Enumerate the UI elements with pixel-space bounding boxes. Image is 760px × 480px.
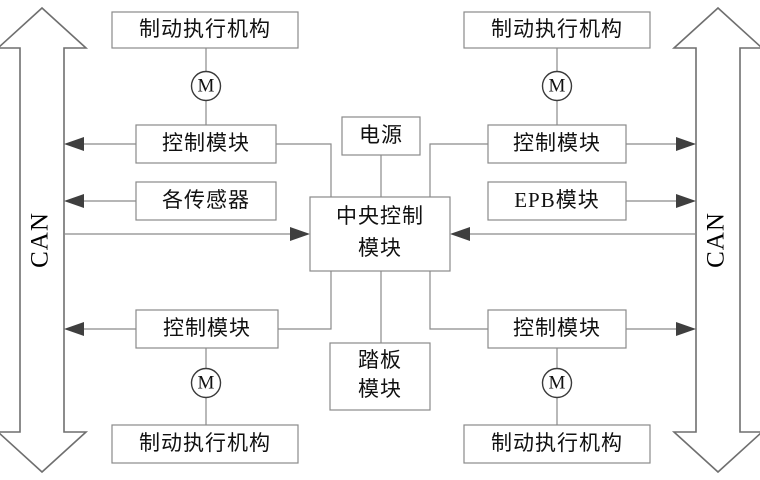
sensors-box bbox=[135, 181, 277, 221]
arrowhead-can-left-to-central bbox=[290, 227, 310, 241]
route-control-tl-to-central bbox=[276, 143, 332, 197]
control-bottom-left-label: 控制模块 bbox=[163, 316, 251, 340]
actuator-top-right-label: 制动执行机构 bbox=[491, 17, 623, 41]
actuator-bottom-left-box bbox=[111, 424, 299, 464]
can-bus-right: CAN bbox=[671, 6, 760, 474]
arrowhead-control-br-to-can bbox=[676, 322, 696, 336]
motor-bottom-right-circle bbox=[541, 367, 573, 399]
actuator-bottom-right-box bbox=[463, 424, 651, 464]
node-motor-bottom-left[interactable]: M bbox=[190, 367, 222, 399]
arrowhead-can-right-to-central bbox=[450, 227, 470, 241]
node-motor-top-right[interactable]: M bbox=[541, 70, 573, 102]
node-control-top-left[interactable]: 控制模块 bbox=[135, 124, 277, 164]
control-top-left-box bbox=[135, 124, 277, 164]
motor-bottom-right-label: M bbox=[549, 372, 566, 393]
pedal-module-label-line1: 踏板 bbox=[358, 348, 402, 372]
node-control-bottom-left[interactable]: 控制模块 bbox=[135, 309, 279, 349]
actuator-top-left-box bbox=[111, 11, 299, 49]
actuator-bottom-left-label: 制动执行机构 bbox=[139, 431, 271, 455]
control-bottom-right-label: 控制模块 bbox=[513, 316, 601, 340]
pedal-module-box bbox=[329, 342, 431, 411]
arrowhead-epb-to-can bbox=[676, 194, 696, 208]
power-supply-label: 电源 bbox=[359, 123, 403, 147]
node-power-supply[interactable]: 电源 bbox=[341, 116, 421, 156]
control-top-left-label: 控制模块 bbox=[162, 131, 250, 155]
motor-top-right-label: M bbox=[549, 75, 566, 96]
arrowhead-control-tl-to-can bbox=[64, 137, 84, 151]
node-motor-bottom-right[interactable]: M bbox=[541, 367, 573, 399]
power-supply-box bbox=[341, 116, 421, 156]
epb-box bbox=[487, 181, 627, 221]
central-control-box bbox=[309, 196, 451, 272]
pedal-module-label-line2: 模块 bbox=[358, 377, 402, 401]
can-right-arrow-shape bbox=[671, 6, 760, 474]
route-central-to-control-bl bbox=[278, 271, 332, 330]
node-actuator-top-right[interactable]: 制动执行机构 bbox=[463, 11, 651, 49]
arrowhead-control-tr-to-can bbox=[676, 137, 696, 151]
control-top-right-box bbox=[487, 124, 627, 164]
node-control-bottom-right[interactable]: 控制模块 bbox=[487, 309, 627, 349]
control-bottom-left-box bbox=[135, 309, 279, 349]
node-epb[interactable]: EPB模块 bbox=[487, 181, 627, 221]
central-control-label-line2: 模块 bbox=[358, 236, 402, 260]
route-central-to-control-br bbox=[429, 271, 488, 330]
motor-top-left-label: M bbox=[198, 75, 215, 96]
node-control-top-right[interactable]: 控制模块 bbox=[487, 124, 627, 164]
motor-top-left-circle bbox=[190, 70, 222, 102]
motor-bottom-left-label: M bbox=[198, 372, 215, 393]
can-right-label: CAN bbox=[703, 212, 730, 268]
node-actuator-top-left[interactable]: 制动执行机构 bbox=[111, 11, 299, 49]
node-motor-top-left[interactable]: M bbox=[190, 70, 222, 102]
node-central-control[interactable]: 中央控制 模块 bbox=[309, 196, 451, 272]
sensors-label: 各传感器 bbox=[162, 188, 250, 212]
actuator-bottom-right-label: 制动执行机构 bbox=[491, 431, 623, 455]
arrowhead-sensors-to-can bbox=[64, 194, 84, 208]
node-sensors[interactable]: 各传感器 bbox=[135, 181, 277, 221]
node-pedal-module[interactable]: 踏板 模块 bbox=[329, 342, 431, 411]
motor-bottom-left-circle bbox=[190, 367, 222, 399]
node-actuator-bottom-right[interactable]: 制动执行机构 bbox=[463, 424, 651, 464]
arrowhead-control-bl-to-can bbox=[64, 322, 84, 336]
central-control-label-line1: 中央控制 bbox=[336, 204, 424, 228]
can-left-arrow-shape bbox=[0, 6, 89, 474]
can-left-label: CAN bbox=[27, 212, 54, 268]
node-actuator-bottom-left[interactable]: 制动执行机构 bbox=[111, 424, 299, 464]
control-bottom-right-box bbox=[487, 309, 627, 349]
motor-top-right-circle bbox=[541, 70, 573, 102]
epb-label: EPB模块 bbox=[514, 188, 600, 212]
actuator-top-right-box bbox=[463, 11, 651, 49]
route-control-tr-to-central bbox=[429, 143, 488, 197]
control-top-right-label: 控制模块 bbox=[513, 131, 601, 155]
can-bus-left: CAN bbox=[0, 6, 89, 474]
actuator-top-left-label: 制动执行机构 bbox=[139, 17, 271, 41]
